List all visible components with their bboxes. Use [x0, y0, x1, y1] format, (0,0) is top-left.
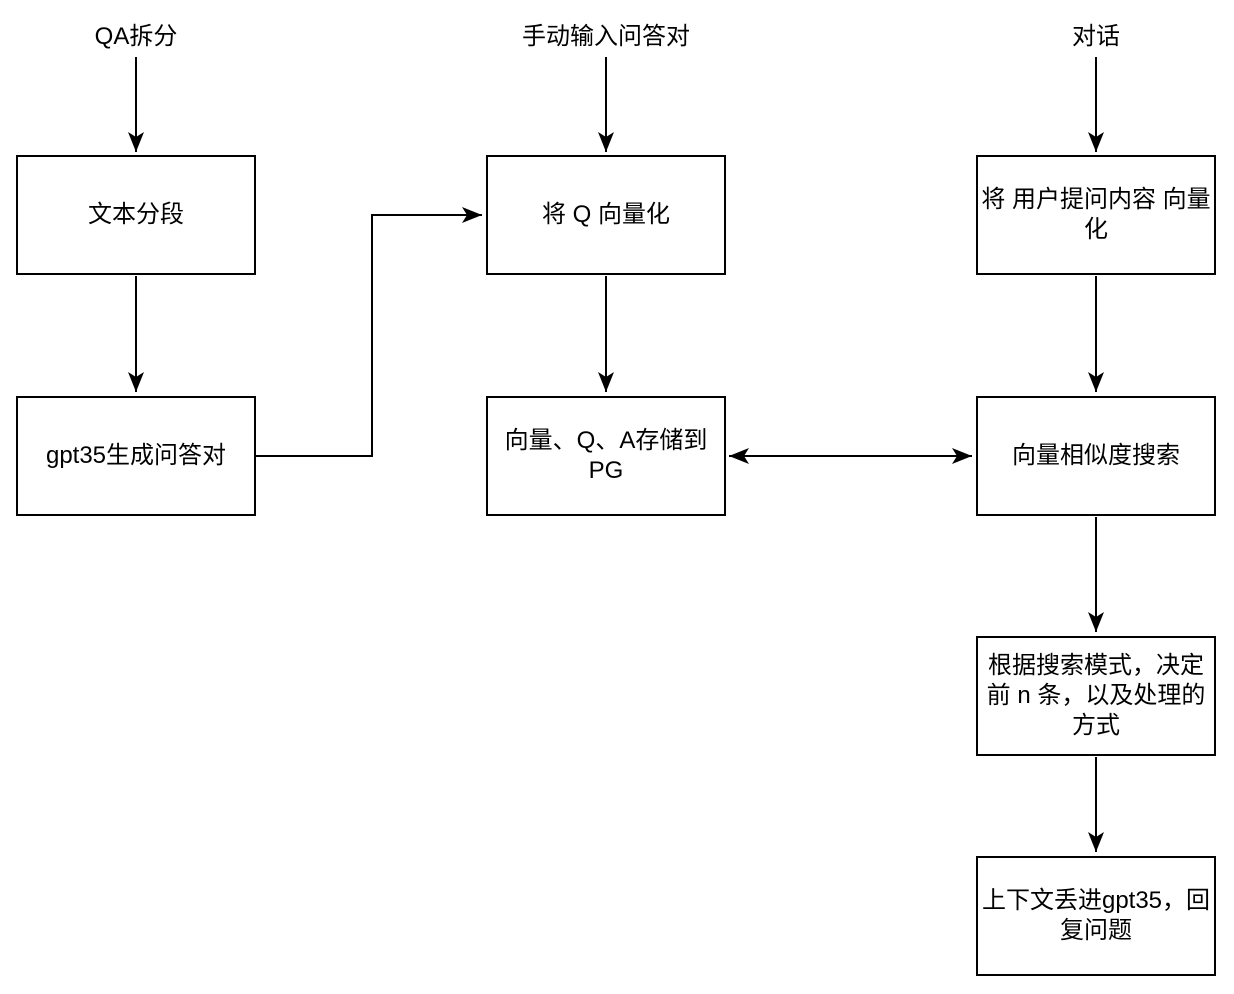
- node-search-mode-decide: 根据搜索模式，决定 前 n 条，以及处理的 方式: [976, 636, 1216, 756]
- node-gpt35-answer: 上下文丢进gpt35，回 复问题: [976, 856, 1216, 976]
- node-gpt35-generate-qa: gpt35生成问答对: [16, 396, 256, 516]
- node-vectorize-q: 将 Q 向量化: [486, 155, 726, 275]
- entry-label-qa-split: QA拆分: [94, 23, 178, 50]
- node-text-segment: 文本分段: [16, 155, 256, 275]
- node-search-mode-decide-label: 根据搜索模式，决定 前 n 条，以及处理的 方式: [986, 652, 1206, 739]
- node-store-to-pg: 向量、Q、A存储到 PG: [486, 396, 726, 516]
- entry-label-manual-input: 手动输入问答对: [522, 23, 690, 50]
- node-text-segment-label: 文本分段: [88, 201, 184, 228]
- node-store-to-pg-label: 向量、Q、A存储到 PG: [504, 427, 708, 484]
- node-vectorize-q-label: 将 Q 向量化: [541, 201, 670, 228]
- node-gpt35-generate-qa-label: gpt35生成问答对: [45, 442, 227, 469]
- entry-label-dialog: 对话: [1072, 23, 1120, 50]
- node-gpt35-answer-label: 上下文丢进gpt35，回 复问题: [981, 887, 1211, 944]
- node-vectorize-user-question-label: 将 用户提问内容 向量 化: [981, 186, 1211, 243]
- node-vector-similarity-search-label: 向量相似度搜索: [1012, 442, 1180, 469]
- node-vectorize-user-question: 将 用户提问内容 向量 化: [976, 155, 1216, 275]
- edge-gpt35-generate-qa-to-vectorize-q: [256, 207, 482, 457]
- node-vector-similarity-search: 向量相似度搜索: [976, 396, 1216, 516]
